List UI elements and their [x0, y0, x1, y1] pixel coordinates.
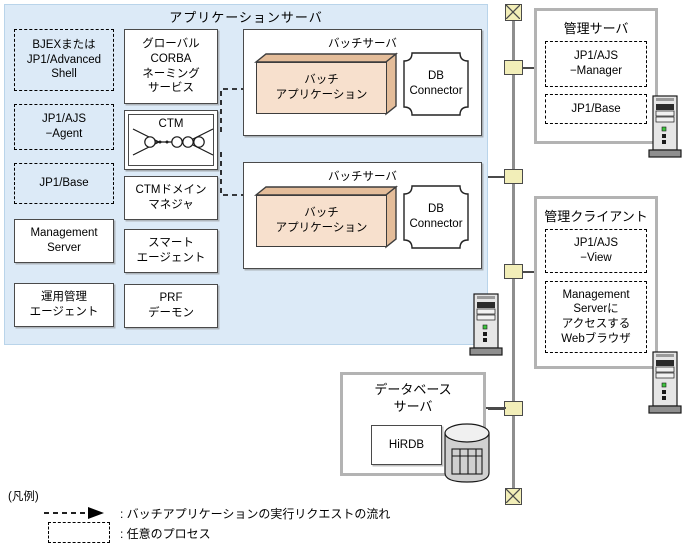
ctm-queue-icon	[132, 128, 213, 156]
network-terminator-bottom	[505, 488, 522, 505]
batch-app-label: バッチ アプリケーション	[256, 195, 387, 247]
legend-optional-process-text: : 任意のプロセス	[120, 527, 211, 541]
db-connector-shape	[403, 185, 469, 249]
dashed-arrow-icon	[44, 507, 104, 519]
management-server-title: 管理サーバ	[563, 21, 629, 36]
hirdb-box: HiRDB	[371, 425, 442, 465]
process-box-management-server: Management Server	[14, 219, 114, 263]
network-node-app-server	[504, 169, 523, 184]
network-terminator-top	[505, 4, 522, 21]
process-label: JP1/Base	[571, 102, 621, 115]
process-label: JP1/AJS −Agent	[41, 113, 87, 140]
process-label: Management Serverに アクセスする Webブラウザ	[561, 288, 631, 345]
process-box-smart-agent: スマート エージェント	[124, 229, 218, 273]
process-box-jp1-ajs-manager: JP1/AJS −Manager	[545, 41, 647, 87]
db-connector-label: DB Connector	[409, 70, 463, 97]
network-stub-1	[523, 67, 539, 69]
legend-flow-text: : バッチアプリケーションの実行リクエストの流れ	[120, 507, 391, 521]
process-label: CTMドメイン マネジャ	[135, 184, 207, 211]
ctm-label: CTM	[158, 118, 184, 130]
network-stub-4	[488, 408, 504, 410]
process-box-bjex-advanced-shell: BJEXまたは JP1/Advanced Shell	[14, 29, 114, 91]
process-label: グローバル CORBA ネーミング サービス	[142, 38, 200, 95]
application-server-title: アプリケーションサーバ	[169, 10, 323, 25]
process-box-prf-daemon: PRF デーモン	[124, 284, 218, 328]
process-box-jp1-ajs-agent: JP1/AJS −Agent	[14, 104, 114, 150]
hirdb-label: HiRDB	[388, 438, 425, 451]
database-server-title: データベース サーバ	[374, 382, 452, 414]
db-connector-2: DB Connector	[403, 185, 469, 249]
batch-server-title: バッチサーバ	[328, 38, 397, 50]
network-node-management-server	[504, 60, 523, 75]
process-box-jp1-base-mgmt: JP1/Base	[545, 94, 647, 124]
db-connector-shape	[403, 52, 469, 116]
network-stub-3	[523, 271, 539, 273]
db-connector-label: DB Connector	[409, 203, 463, 230]
management-server-tower-icon	[648, 92, 682, 163]
network-bus-line	[512, 14, 515, 496]
process-label: Management Server	[30, 227, 98, 254]
ctm-inner-frame: CTM	[128, 114, 214, 166]
batch-application-1: バッチ アプリケーション	[254, 52, 398, 116]
management-client-tower-icon	[648, 348, 682, 419]
process-box-jp1-base: JP1/Base	[14, 163, 114, 204]
process-box-ctm: CTM	[124, 110, 218, 170]
database-cylinder-icon	[443, 422, 493, 487]
database-server-network-link	[486, 407, 506, 409]
process-box-global-corba-naming-service: グローバル CORBA ネーミング サービス	[124, 29, 218, 104]
process-box-jp1-ajs-view: JP1/AJS −View	[545, 229, 647, 273]
process-label: PRF デーモン	[148, 292, 194, 319]
process-box-web-browser: Management Serverに アクセスする Webブラウザ	[545, 281, 647, 353]
management-client-frame: 管理クライアント	[534, 196, 658, 369]
dashed-box-icon	[48, 522, 110, 543]
process-label: JP1/Base	[39, 177, 89, 190]
network-stub-2	[488, 176, 504, 178]
db-connector-1: DB Connector	[403, 52, 469, 116]
batch-app-3d-shape	[254, 185, 398, 249]
process-label: JP1/AJS −View	[573, 237, 619, 264]
application-server-tower-icon	[469, 290, 503, 361]
network-node-database-server	[504, 401, 523, 416]
process-label: 運用管理 エージェント	[29, 291, 99, 318]
management-client-title: 管理クライアント	[544, 209, 648, 224]
x-terminator-icon	[506, 489, 520, 503]
process-label: スマート エージェント	[136, 237, 206, 264]
batch-server-title: バッチサーバ	[328, 171, 397, 183]
batch-application-2: バッチ アプリケーション	[254, 185, 398, 249]
x-terminator-icon	[506, 5, 520, 19]
network-node-management-client	[504, 264, 523, 279]
management-server-frame: 管理サーバ	[534, 8, 658, 144]
process-box-ctm-domain-manager: CTMドメイン マネジャ	[124, 176, 218, 220]
legend-title: (凡例)	[8, 491, 39, 503]
process-box-operation-management-agent: 運用管理 エージェント	[14, 283, 114, 327]
process-label: BJEXまたは JP1/Advanced Shell	[26, 38, 102, 81]
process-label: JP1/AJS −Manager	[569, 50, 623, 77]
batch-app-label: バッチ アプリケーション	[256, 62, 387, 114]
